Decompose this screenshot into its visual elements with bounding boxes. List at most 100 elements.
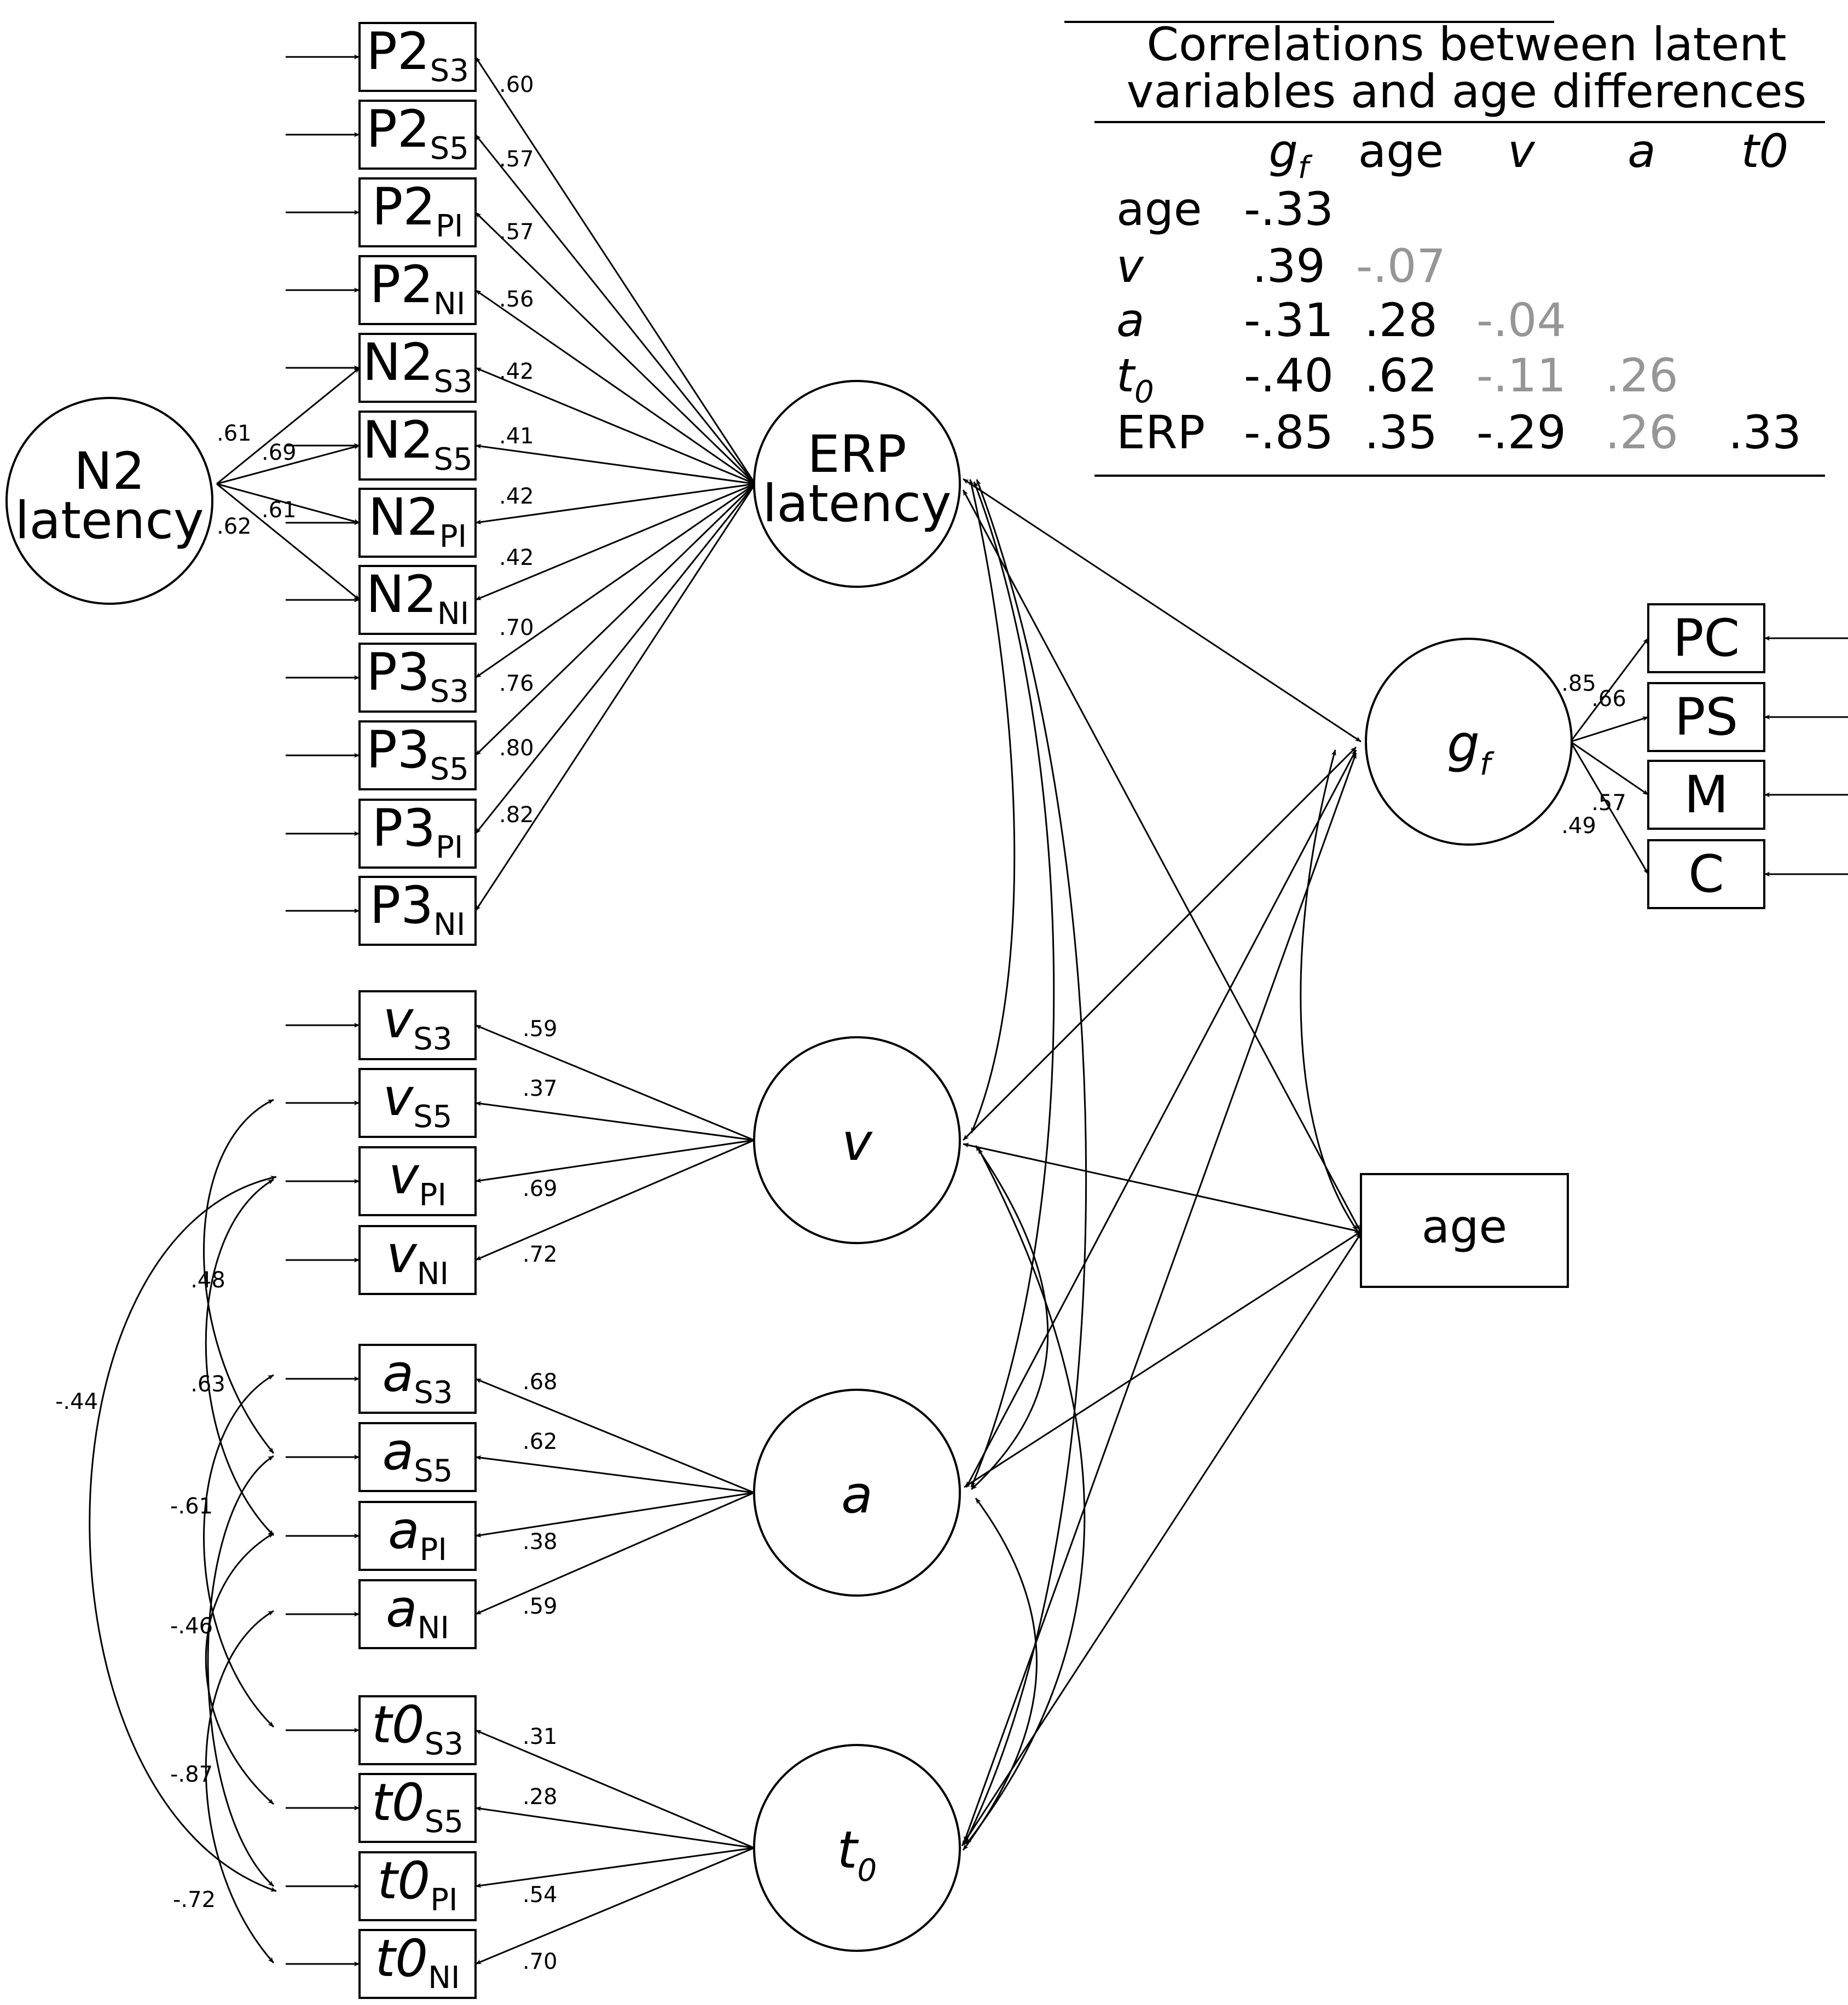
loading-arrow-a-0 xyxy=(475,1378,755,1494)
indicator-box-v-1 xyxy=(358,1068,477,1138)
loading-label-gf-1: .66 xyxy=(1591,686,1626,712)
indicator-label-t0-1: t0S5 xyxy=(372,1773,464,1840)
indicator-label-erp-2: P2PI xyxy=(372,177,464,244)
loading-arrow-v-1 xyxy=(475,1101,755,1141)
table-cell-2-0: -.31 xyxy=(1244,293,1334,347)
loading-arrow-erp-3 xyxy=(475,289,756,485)
latent-n2-latency xyxy=(5,397,213,605)
loading-arrow-v-2 xyxy=(475,1139,755,1183)
indicator-box-erp-10 xyxy=(358,799,477,869)
indicator-box-a-0 xyxy=(358,1344,477,1414)
latent-corr-v-age xyxy=(963,1142,1360,1233)
residual-corr-vS5-aS5 xyxy=(203,1099,275,1454)
indicator-box-erp-7 xyxy=(358,565,477,635)
loading-label-t0-0: .31 xyxy=(523,1724,558,1749)
table-col-header-4: t0 xyxy=(1741,124,1788,178)
loading-label-erp-10: .80 xyxy=(499,736,534,761)
indicator-box-gf-3 xyxy=(1647,839,1765,909)
latent-corr-erp-v xyxy=(969,479,1016,1134)
loading-label-gf-3: .49 xyxy=(1561,813,1596,839)
indicator-box-v-2 xyxy=(358,1146,477,1216)
loading-arrow-erp-7 xyxy=(475,483,756,601)
loading-arrow-erp-8 xyxy=(475,483,756,679)
loading-arrow-t0-0 xyxy=(475,1729,755,1849)
loading-arrow-erp-0 xyxy=(474,56,756,484)
loading-arrow-gf-1 xyxy=(1570,716,1649,743)
indicator-box-erp-11 xyxy=(358,876,477,946)
table-cell-4-4: .33 xyxy=(1728,406,1801,459)
table-row-label-2: a xyxy=(1116,293,1144,347)
loading-arrow-erp-4 xyxy=(475,367,756,485)
loading-label-v-3: .72 xyxy=(523,1242,558,1267)
loading-arrow-erp-6 xyxy=(475,483,756,525)
latent-corr-erp-gf xyxy=(963,478,1362,743)
loading-arrow-n2-2 xyxy=(216,483,360,524)
loading-label-v-0: .59 xyxy=(523,1016,558,1042)
indicator-label-erp-0: P2S3 xyxy=(366,22,469,89)
residual-corr-aS5-t0PI xyxy=(207,1455,275,1887)
indicator-box-erp-9 xyxy=(358,720,477,790)
latent-n2-label-line2: latency xyxy=(15,491,204,551)
residual-corr-label-3: -.46 xyxy=(170,1614,213,1639)
latent-corr-gf-v xyxy=(962,746,1357,1141)
latent-t0 xyxy=(753,1744,961,1952)
indicator-box-erp-8 xyxy=(358,643,477,713)
latent-gf xyxy=(1365,638,1573,846)
latent-corr-gf-t0 xyxy=(963,753,1357,1842)
indicator-label-v-0: vS3 xyxy=(383,990,453,1057)
latent-corr-gf-age xyxy=(1300,749,1358,1231)
loading-arrow-n2-3 xyxy=(216,483,360,601)
indicator-label-t0-2: t0PI xyxy=(378,1851,458,1918)
indicator-label-erp-8: P3S3 xyxy=(366,643,469,709)
diagram-nodes: P2S3P2S5P2PIP2NIN2S3N2S5N2PIN2NIP3S3P3S5… xyxy=(5,22,1765,1999)
loading-arrow-erp-11 xyxy=(474,483,756,911)
loading-label-n2-2: .61 xyxy=(262,498,297,523)
loading-label-erp-1: .57 xyxy=(499,147,534,172)
indicator-box-gf-1 xyxy=(1647,682,1765,752)
loading-label-a-0: .68 xyxy=(523,1370,558,1395)
indicator-label-v-1: vS5 xyxy=(383,1068,453,1135)
loading-arrow-gf-2 xyxy=(1570,741,1649,796)
indicator-box-v-0 xyxy=(358,990,477,1060)
residual-corr-label-2: -.61 xyxy=(170,1494,213,1519)
path-coefficients: .60.57.57.56.42.41.42.42.70.76.80.82.59.… xyxy=(55,72,1626,1974)
loading-arrow-t0-2 xyxy=(475,1847,755,1888)
indicator-label-erp-9: P3S5 xyxy=(366,720,469,787)
indicator-box-gf-0 xyxy=(1647,603,1765,673)
loading-label-erp-4: .42 xyxy=(499,359,534,384)
table-cell-3-2: -.11 xyxy=(1476,349,1566,402)
latent-a xyxy=(753,1389,961,1597)
loading-label-erp-3: .56 xyxy=(499,287,534,312)
loading-label-t0-1: .28 xyxy=(523,1784,558,1810)
loading-arrow-n2-0 xyxy=(216,367,360,485)
loading-label-n2-0: .61 xyxy=(217,421,252,446)
loading-arrow-erp-1 xyxy=(474,134,756,484)
residual-corr-aPI-t0S5 xyxy=(205,1532,274,1805)
indicator-label-a-0: aS3 xyxy=(383,1344,453,1411)
latent-n2-label-line1: N2 xyxy=(74,442,145,501)
residual-corr-label-1: .63 xyxy=(190,1372,225,1397)
loading-arrow-a-3 xyxy=(475,1492,755,1615)
indicator-box-erp-5 xyxy=(358,411,477,481)
indicator-box-v-3 xyxy=(358,1225,477,1295)
latent-t0-label: t0 xyxy=(837,1821,877,1888)
residual-corr-label-5: -.72 xyxy=(173,1887,216,1912)
indicator-label-v-2: vPI xyxy=(389,1146,447,1213)
loading-arrow-t0-1 xyxy=(475,1806,755,1849)
loading-label-erp-11: .82 xyxy=(499,802,534,828)
table-cell-0-0: -.33 xyxy=(1244,182,1334,236)
table-col-header-3: a xyxy=(1627,124,1655,178)
indicator-label-erp-10: P3PI xyxy=(372,799,464,865)
age-box xyxy=(1360,1173,1569,1288)
table-cell-4-3: .26 xyxy=(1605,406,1678,459)
latent-corr-t0-age xyxy=(961,1233,1362,1846)
loading-arrow-a-2 xyxy=(475,1492,755,1538)
loading-arrow-t0-3 xyxy=(475,1847,755,1965)
indicator-label-erp-7: N2NI xyxy=(366,565,470,632)
loading-label-a-1: .62 xyxy=(523,1429,558,1454)
latent-corr-erp-a xyxy=(970,481,1055,1488)
table-cell-3-3: .26 xyxy=(1605,349,1678,402)
table-cell-3-1: .62 xyxy=(1364,349,1438,402)
indicator-box-a-2 xyxy=(358,1501,477,1571)
